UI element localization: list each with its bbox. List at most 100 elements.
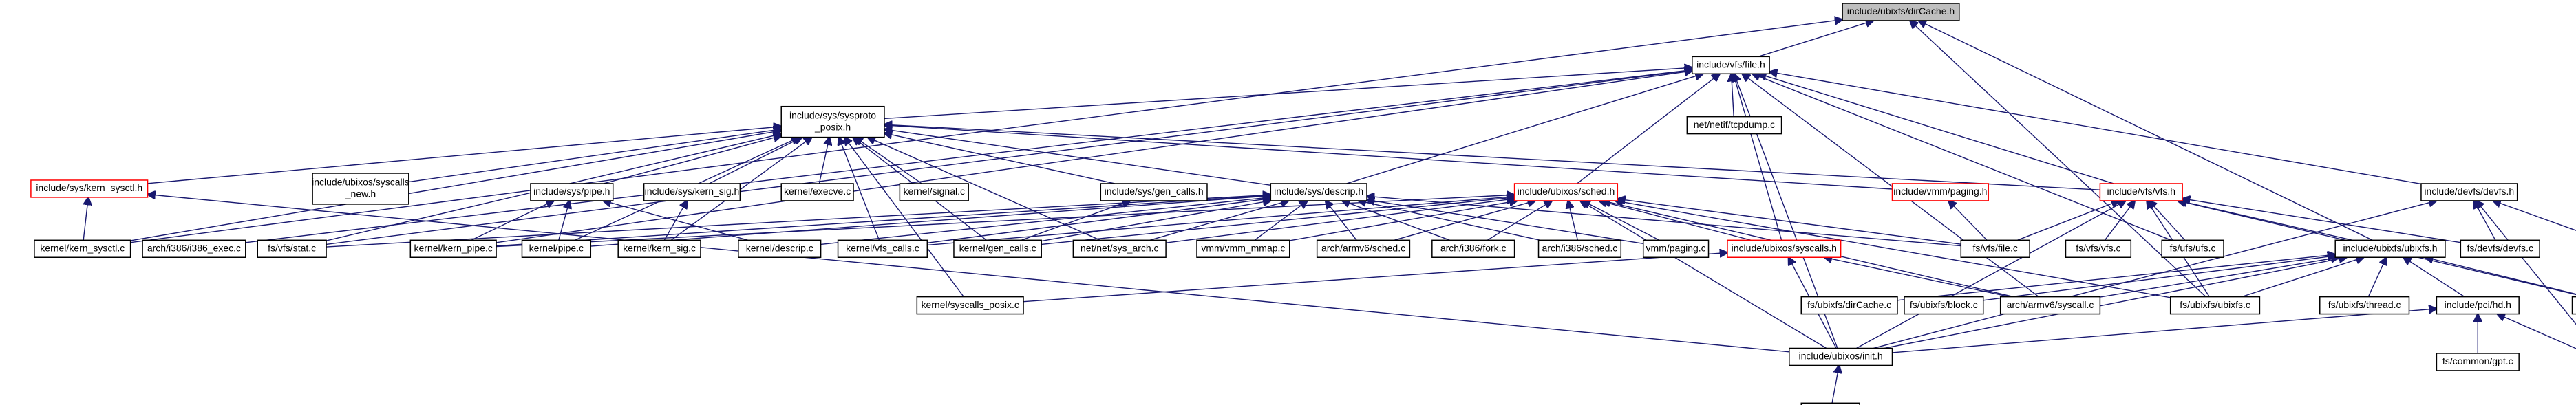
node-i386-sched[interactable]: arch/i386/sched.c [1537, 239, 1622, 258]
node-box [2065, 239, 2132, 258]
node-dircache-c[interactable]: fs/ubixfs/dirCache.c [1800, 296, 1898, 315]
node-gen-calls-c[interactable]: kernel/gen_calls.c [953, 239, 1042, 258]
node-label: include/sys/descrip.h [1274, 186, 1363, 197]
edge-kern_sig_c-to-sysproto [670, 138, 811, 241]
node-label: fs/vfs/stat.c [268, 242, 316, 253]
node-label: arch/i386/fork.c [1440, 242, 1507, 253]
node-box [1692, 56, 1770, 75]
edge-syscalls_posix-to-sysproto [844, 138, 964, 298]
edge-i386_exec-to-vfs_file_h [245, 70, 1692, 243]
node-pci-hd-h[interactable]: include/pci/hd.h [2436, 296, 2520, 315]
edge-descrip_h-to-vfs_file_h [1346, 74, 1703, 184]
node-block-c[interactable]: fs/ubixfs/block.c [1904, 296, 1984, 315]
node-devfs-c[interactable]: fs/devfs/devfs.c [2460, 239, 2540, 258]
node-label: include/vmm/paging.h [1893, 186, 1987, 197]
node-directory-c[interactable]: fs/ubixfs/directory.c [2571, 296, 2576, 315]
node-label: include/devfs/devfs.h [2424, 186, 2514, 197]
edge-sys_arch-to-sched_h [1166, 199, 1514, 243]
node-vfs-h[interactable]: include/vfs/vfs.h [2099, 183, 2183, 201]
node-box [2420, 183, 2518, 201]
node-box [1842, 3, 1960, 21]
node-paging-h[interactable]: include/vmm/paging.h [1891, 183, 1989, 201]
edge-gen_calls_c-to-descrip_h [1041, 201, 1270, 242]
node-vfs-vfs-c[interactable]: fs/vfs/vfs.c [2065, 239, 2132, 258]
node-box [312, 173, 409, 205]
node-label: include/vfs/file.h [1696, 59, 1765, 70]
node-main-c[interactable]: init/main.c [1800, 402, 1860, 405]
node-vmm-paging[interactable]: vmm/paging.c [1642, 239, 1710, 258]
node-vmm-mmap[interactable]: vmm/vmm_mmap.c [1196, 239, 1290, 258]
node-vfs-calls[interactable]: kernel/vfs_calls.c [837, 239, 928, 258]
edge-vmm_paging-to-descrip_h [1367, 200, 1643, 244]
node-box [617, 239, 701, 258]
node-armv6-sched[interactable]: arch/armv6/sched.c [1316, 239, 1411, 258]
node-box [1100, 183, 1208, 201]
node-descrip-h[interactable]: include/sys/descrip.h [1270, 183, 1367, 201]
node-label: include/sys/pipe.h [533, 186, 610, 197]
node-label: net/net/sys_arch.c [1081, 242, 1159, 253]
node-label: kernel/vfs_calls.c [846, 242, 919, 253]
edge-sched_h-to-vfs_file_h [1577, 74, 1720, 184]
node-tcpdump[interactable]: net/netif/tcpdump.c [1686, 116, 1782, 135]
node-box [899, 183, 969, 201]
node-syscalls-new[interactable]: include/ubixos/syscalls_new.h [312, 173, 409, 205]
node-label: include/ubixfs/ubixfs.h [2343, 242, 2438, 253]
edge-init_h-to-vfs_h [1856, 201, 2125, 349]
node-box [409, 239, 497, 258]
node-box [1800, 402, 1860, 405]
node-pipe-h[interactable]: include/sys/pipe.h [530, 183, 614, 201]
node-kern-sysctl-c[interactable]: kernel/kern_sysctl.c [34, 239, 131, 258]
node-label: arch/i386/i386_exec.c [147, 242, 241, 253]
node-label: arch/armv6/sched.c [1321, 242, 1405, 253]
node-sysproto[interactable]: include/sys/sysproto_posix.h [780, 105, 885, 138]
node-execve[interactable]: kernel/execve.c [780, 183, 854, 201]
edge-vfs_calls-to-sysproto [839, 138, 880, 241]
node-kern-sysctl-h[interactable]: include/sys/kern_sysctl.h [30, 179, 149, 198]
node-kern-pipe[interactable]: kernel/kern_pipe.c [409, 239, 497, 258]
node-thread-c[interactable]: fs/ubixfs/thread.c [2319, 296, 2410, 315]
node-stat-c[interactable]: fs/vfs/stat.c [257, 239, 327, 258]
node-box [1642, 239, 1710, 258]
edge-kern_sig_c-to-kern_sig_h [663, 201, 687, 241]
node-label: fs/vfs/file.c [1973, 242, 2018, 253]
node-label: include/ubixos/syscalls [312, 177, 409, 188]
node-label: include/sys/gen_calls.h [1105, 186, 1204, 197]
node-syscalls-posix[interactable]: kernel/syscalls_posix.c [916, 296, 1024, 315]
node-armv6-syscall[interactable]: arch/armv6/syscall.c [1999, 296, 2101, 315]
edge-sysproto-to-vfs_file_h [884, 67, 1692, 120]
node-descrip-c[interactable]: kernel/descrip.c [738, 239, 822, 258]
node-vfs-file-h[interactable]: include/vfs/file.h [1692, 56, 1770, 75]
node-sched-h[interactable]: include/ubixos/sched.h [1513, 183, 1619, 201]
node-ubixfs-c[interactable]: fs/ubixfs/ubixfs.c [2169, 296, 2261, 315]
node-gpt-c[interactable]: fs/common/gpt.c [2436, 353, 2520, 371]
edge-kern_pipe-to-pipe_h [471, 201, 554, 241]
edge-syscalls_posix-to-syscalls_h [1023, 253, 1727, 303]
node-signal[interactable]: kernel/signal.c [899, 183, 969, 201]
node-sys-arch[interactable]: net/net/sys_arch.c [1072, 239, 1167, 258]
node-ufs-c[interactable]: fs/ufs/ufs.c [2161, 239, 2224, 258]
node-label: kernel/kern_sig.c [623, 242, 696, 253]
node-kern-sig-h[interactable]: include/sys/kern_sig.h [643, 183, 741, 201]
node-box [1999, 296, 2101, 315]
node-ubixfs-h[interactable]: include/ubixfs/ubixfs.h [2334, 239, 2446, 258]
node-pipe-c[interactable]: kernel/pipe.c [521, 239, 592, 258]
node-label: include/ubixos/init.h [1799, 351, 1883, 362]
node-syscalls-h[interactable]: include/ubixos/syscalls.h [1727, 239, 1842, 258]
node-label: fs/ubixfs/dirCache.c [1807, 299, 1891, 310]
edge-init_h-to-ubixfs_h [1884, 257, 2347, 349]
edge-kern_sysctl_c-to-kern_sysctl_h [83, 197, 88, 241]
node-label: fs/ufs/ufs.c [2170, 242, 2216, 253]
node-init-h[interactable]: include/ubixos/init.h [1789, 347, 1893, 366]
node-label: vmm/vmm_mmap.c [1201, 242, 1285, 253]
node-box [780, 183, 854, 201]
edge-stat_c-to-vfs_file_h [326, 70, 1692, 245]
node-i386-fork[interactable]: arch/i386/fork.c [1431, 239, 1515, 258]
node-kern-sig-c[interactable]: kernel/kern_sig.c [617, 239, 701, 258]
edge-armv6_syscall-to-syscalls_h [1824, 257, 2010, 298]
edge-gen_calls_h-to-sysproto [884, 133, 1115, 184]
node-i386-exec[interactable]: arch/i386/i386_exec.c [142, 239, 246, 258]
node-gen-calls-h[interactable]: include/sys/gen_calls.h [1100, 183, 1208, 201]
node-box [2099, 183, 2183, 201]
node-vfs-file-c[interactable]: fs/vfs/file.c [1960, 239, 2030, 258]
node-devfs-h[interactable]: include/devfs/devfs.h [2420, 183, 2518, 201]
